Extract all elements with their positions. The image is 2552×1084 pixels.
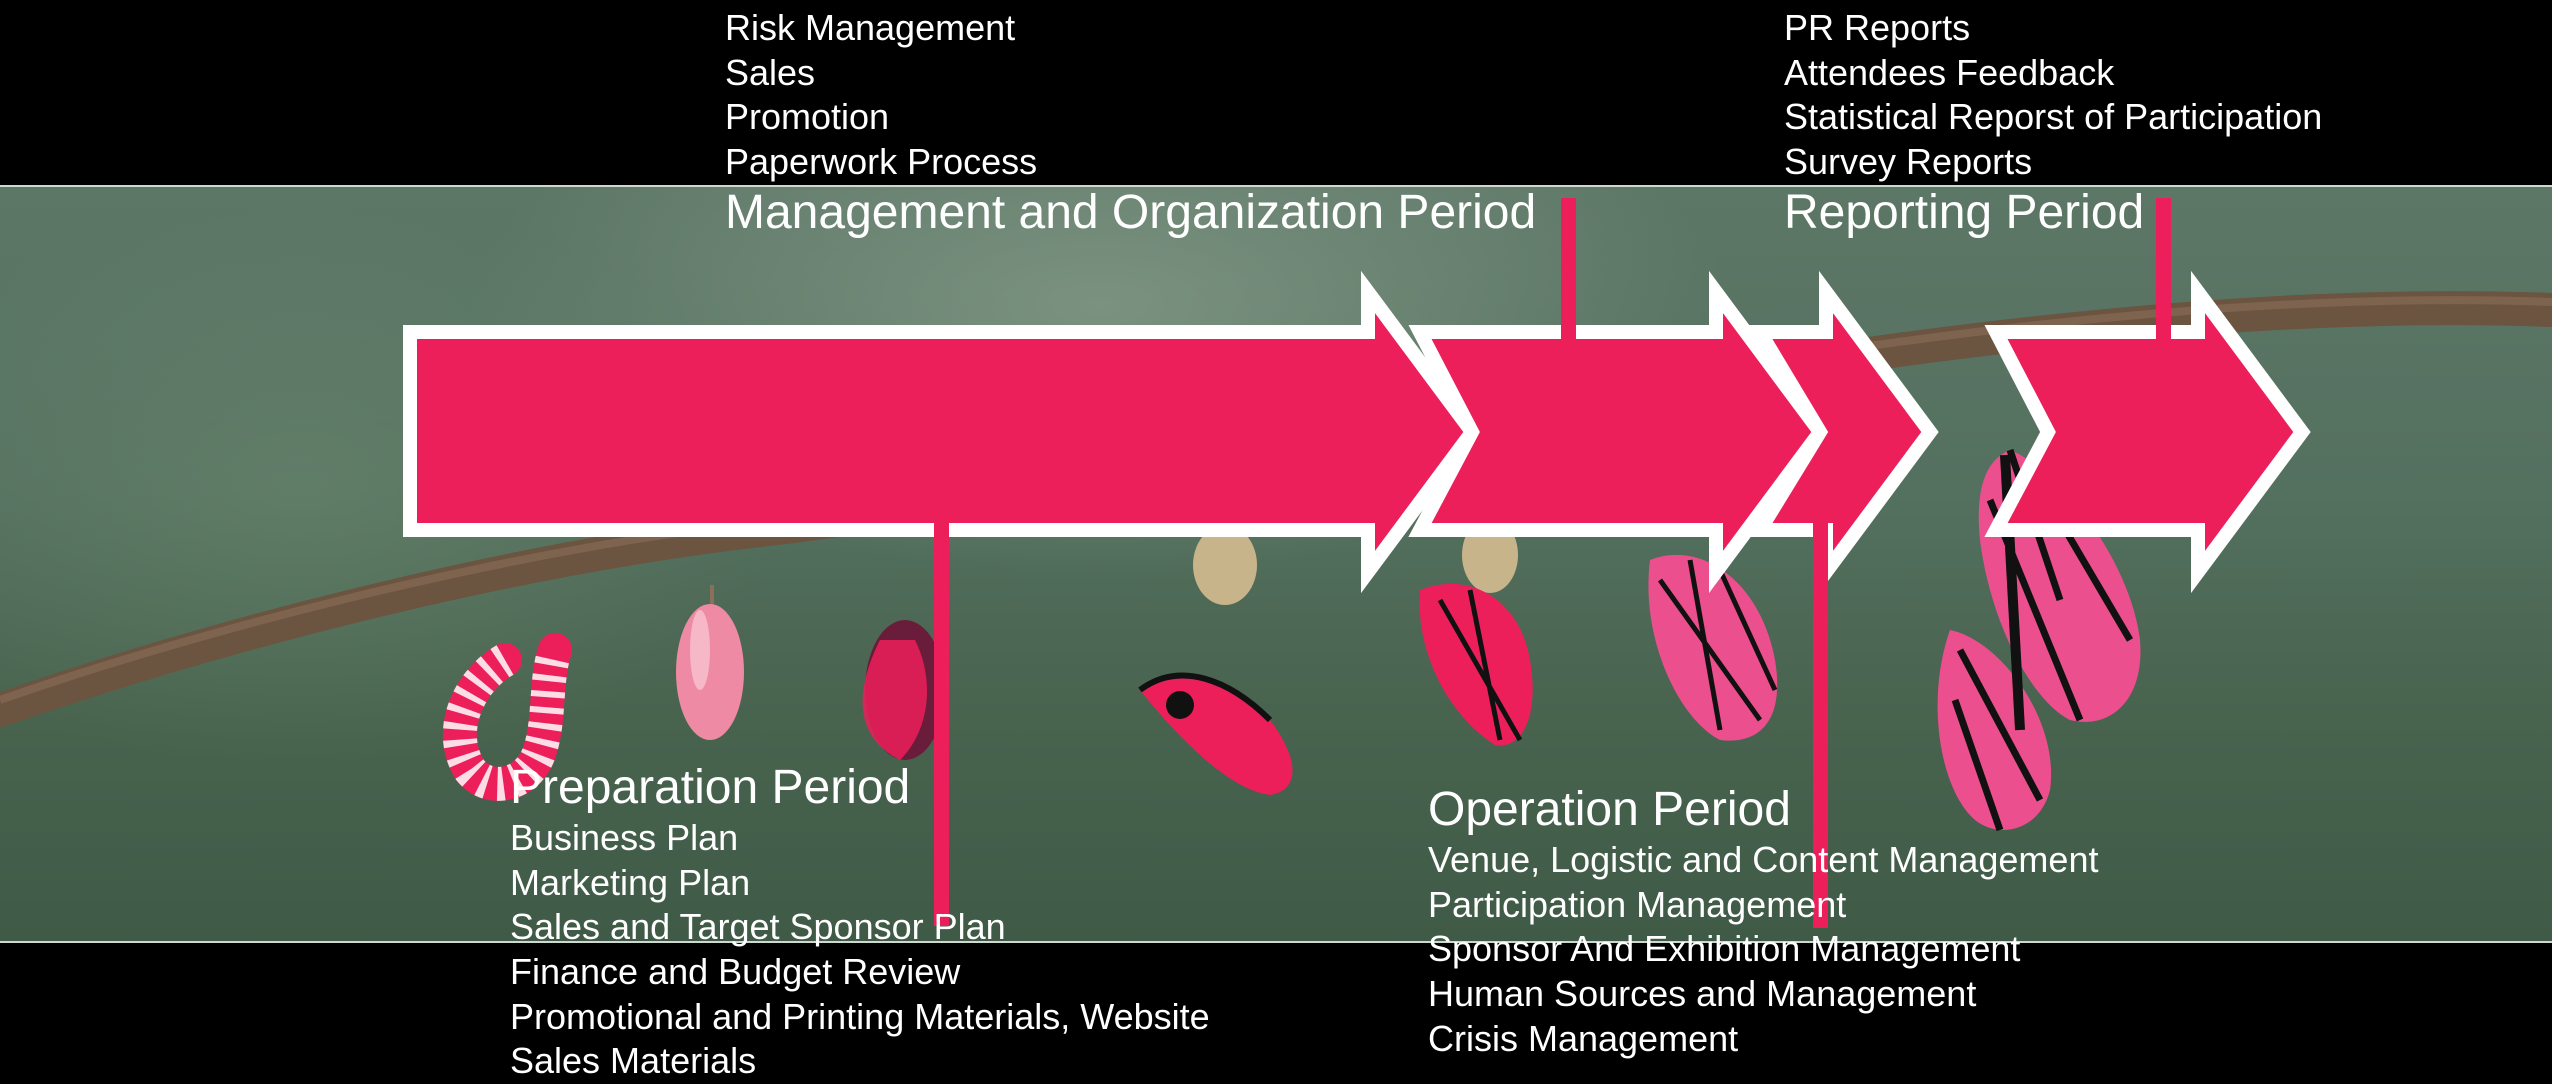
operation-period-block: Operation Period Venue, Logistic and Con… [1428,782,2098,1061]
reporting-period-title: Reporting Period [1784,185,2145,239]
preparation-period-block: Preparation Period Business Plan Marketi… [510,760,1210,1084]
arrow-segment-1 [403,270,1481,594]
timeline-arrow [403,270,2311,594]
reporting-item-3: Statistical Reporst of Participation [1784,96,2323,138]
preparation-item-1: Business Plan [510,817,739,858]
management-item-1: Risk Management [725,7,1016,48]
management-item-2: Sales [725,51,816,93]
management-item-3: Promotion [725,96,890,138]
connector-reporting [2156,198,2171,346]
operation-item-2: Participation Management [1428,883,1847,925]
preparation-item-6: Sales Materials [510,1040,757,1082]
reporting-item-4: Survey Reports [1784,141,2033,183]
emerging-butterfly-icon-1 [862,620,945,760]
management-period-title: Management and Organization Period [725,185,1537,239]
operation-item-5: Crisis Management [1428,1017,1739,1059]
arrow-segment-4 [1984,270,2311,594]
operation-period-title: Operation Period [1428,783,1791,836]
operation-item-3: Sponsor And Exhibition Management [1428,928,2021,970]
management-item-4: Paperwork Process [725,141,1038,183]
reporting-period-block: PR Reports Attendees Feedback Statistica… [1784,6,2322,241]
reporting-item-1: PR Reports [1784,7,1971,48]
arrow-segment-2 [1408,270,1829,594]
preparation-item-2: Marketing Plan [510,861,751,903]
connector-operation [1813,516,1828,928]
reporting-item-2: Attendees Feedback [1784,51,2115,93]
preparation-item-5: Promotional and Printing Materials, Webs… [510,995,1210,1037]
emerging-butterfly-icon-2 [1138,525,1293,795]
chrysalis-icon [676,585,744,740]
operation-item-1: Venue, Logistic and Content Management [1428,839,2099,880]
preparation-period-title: Preparation Period [510,761,911,814]
emerging-butterfly-icon-3 [1419,517,1533,746]
preparation-item-4: Finance and Budget Review [510,951,961,993]
preparation-item-3: Sales and Target Sponsor Plan [510,906,1006,948]
caterpillar-icon [443,633,572,801]
management-period-block: Risk Management Sales Promotion Paperwor… [725,6,1536,241]
connector-management [1561,198,1576,346]
connector-preparation [934,516,949,926]
emerging-butterfly-icon-4 [1648,554,1778,741]
operation-item-4: Human Sources and Management [1428,973,1977,1015]
